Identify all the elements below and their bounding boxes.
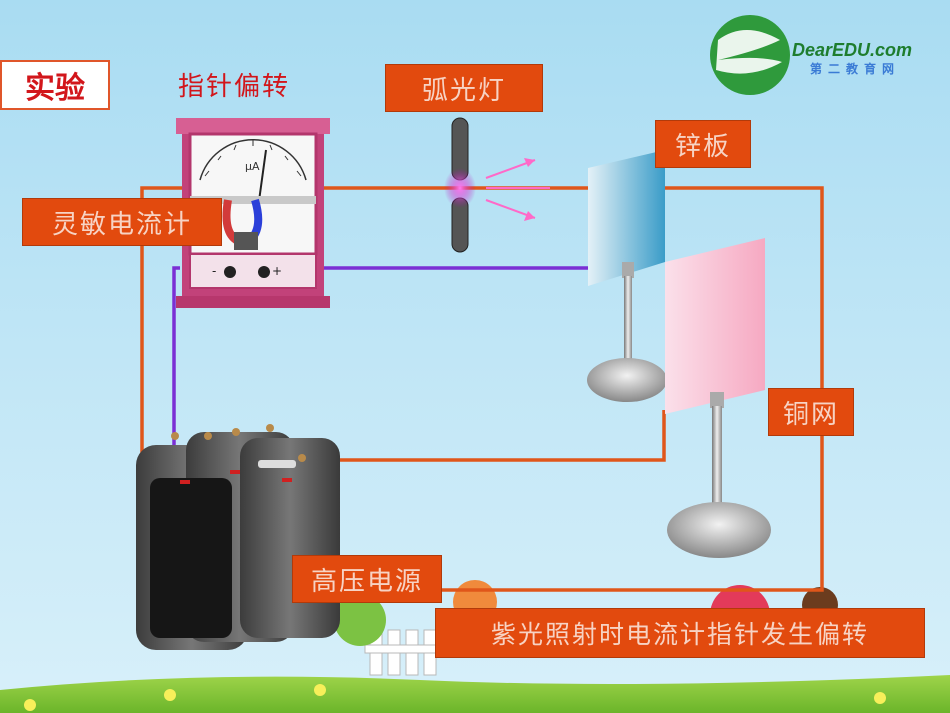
arc-lamp <box>444 117 550 253</box>
label-hv-source: 高压电源 <box>292 555 442 603</box>
logo-subtitle: 第二教育网 <box>810 62 901 76</box>
needle-deflection-label: 指针偏转 <box>178 72 291 102</box>
meter-unit: μA <box>245 160 260 173</box>
meter-terminal-negative: - <box>212 264 217 278</box>
meter-terminal-positive: + <box>272 264 283 278</box>
label-arc-lamp: 弧光灯 <box>385 64 543 112</box>
copper-mesh <box>665 238 771 558</box>
label-zinc-plate: 锌板 <box>655 120 751 168</box>
logo-brand: DearEDU.com <box>792 40 913 60</box>
battery-pack <box>136 424 340 650</box>
slide-title: 实验 <box>0 60 110 110</box>
label-copper-mesh: 铜网 <box>768 388 854 436</box>
label-galvanometer: 灵敏电流计 <box>22 198 222 246</box>
caption: 紫光照射时电流计指针发生偏转 <box>435 608 925 658</box>
zinc-plate <box>587 150 667 402</box>
